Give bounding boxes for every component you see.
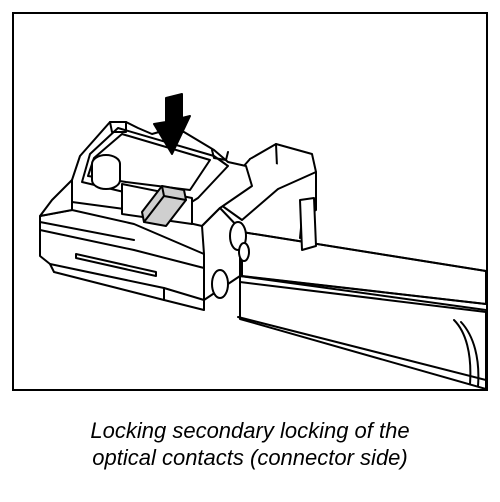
arrow-down-icon: [153, 93, 191, 155]
secondary-lock-slide: [141, 185, 187, 227]
figure-caption: Locking secondary locking of the optical…: [0, 417, 500, 471]
illustration-frame: [12, 12, 488, 391]
connector-housing: [39, 121, 253, 311]
optical-cables: [237, 231, 486, 389]
caption-line-2: optical contacts (connector side): [92, 445, 408, 470]
caption-line-1: Locking secondary locking of the: [90, 418, 410, 443]
connector-illustration: [39, 93, 486, 389]
